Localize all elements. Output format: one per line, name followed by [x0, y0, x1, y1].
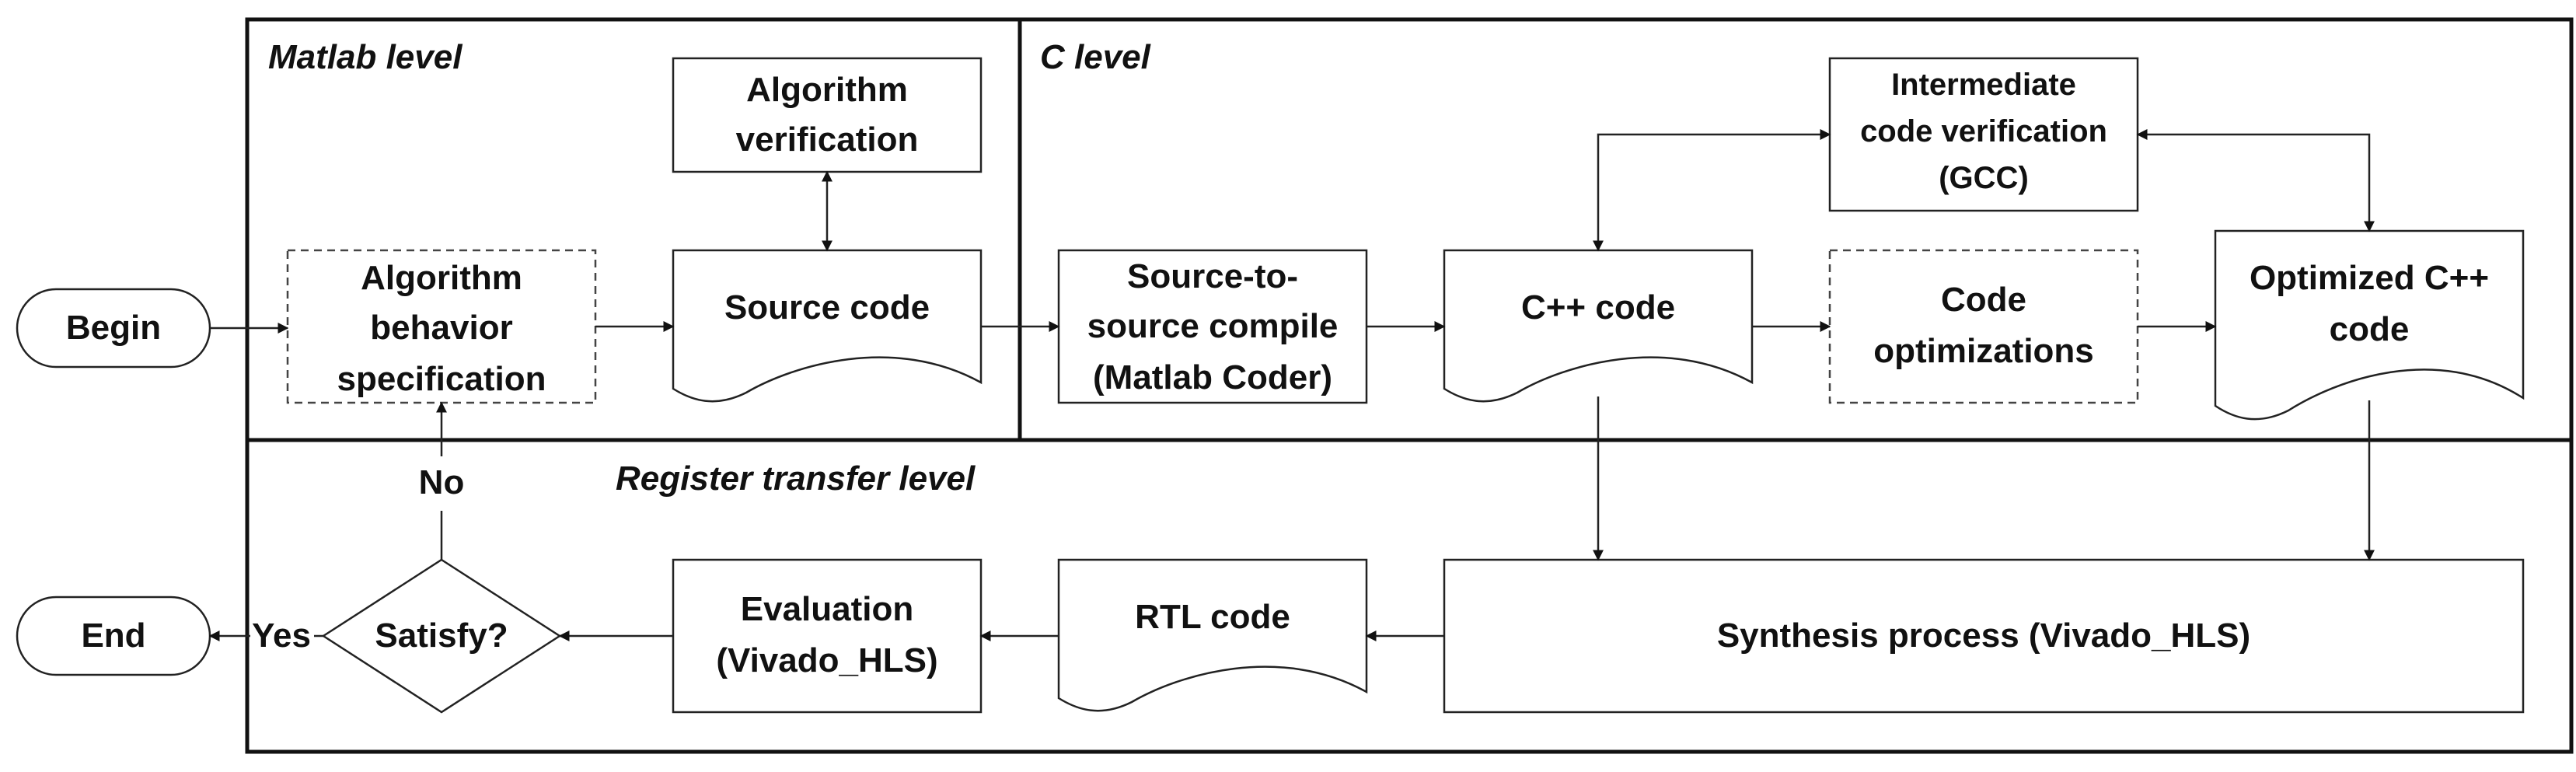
source-code-node[interactable]: Source code	[672, 249, 983, 403]
algo-behavior-line-1: Algorithm	[361, 259, 522, 297]
rtl-code-label: RTL code	[1135, 598, 1290, 636]
optimized-cpp-line-2: code	[2330, 310, 2410, 348]
s2s-line-3: (Matlab Coder)	[1093, 358, 1332, 396]
region-label-rtl: Register transfer level	[616, 459, 976, 498]
evaluation-line-1: Evaluation	[741, 590, 914, 628]
code-opt-line-1: Code	[1941, 281, 2026, 319]
edge-intermediate-optimized	[2136, 129, 2375, 232]
algo-behavior-line-2: behavior	[370, 309, 512, 347]
algorithm-behavior-node[interactable]: Algorithm behavior specification	[286, 249, 597, 404]
end-label: End	[81, 617, 145, 655]
outer-frame	[245, 17, 2574, 754]
intermediate-verification-node[interactable]: Intermediate code verification (GCC)	[1828, 57, 2139, 212]
optimized-cpp-line-1: Optimized C++	[2250, 259, 2489, 297]
intermediate-line-3: (GCC)	[1939, 161, 2029, 195]
source-to-source-compile-node[interactable]: Source-to- source compile (Matlab Coder)	[1057, 249, 1368, 404]
satisfy-label: Satisfy?	[375, 617, 508, 655]
algo-behavior-line-3: specification	[337, 360, 546, 398]
optimized-cpp-node[interactable]: Optimized C++ code	[2214, 229, 2525, 421]
algo-verif-line-1: Algorithm	[746, 71, 908, 109]
intermediate-line-2: code verification	[1860, 114, 2107, 148]
edge-cpp-intermediate	[1593, 129, 1831, 252]
cpp-code-label: C++ code	[1521, 288, 1675, 327]
begin-terminal[interactable]: Begin	[16, 288, 211, 369]
code-opt-line-2: optimizations	[1873, 332, 2094, 370]
s2s-line-1: Source-to-	[1127, 257, 1298, 295]
cpp-code-node[interactable]: C++ code	[1443, 249, 1754, 403]
code-optimizations-node[interactable]: Code optimizations	[1828, 249, 2139, 404]
evaluation-line-2: (Vivado_HLS)	[716, 641, 937, 679]
begin-label: Begin	[66, 309, 161, 347]
satisfy-decision-node[interactable]: Satisfy?	[321, 558, 562, 714]
region-label-c: C level	[1040, 38, 1151, 76]
synthesis-label: Synthesis process (Vivado_HLS)	[1717, 617, 2250, 655]
edge-label-no: No	[419, 463, 465, 501]
algo-verif-line-2: verification	[736, 121, 919, 159]
s2s-line-2: source compile	[1087, 307, 1339, 345]
end-terminal[interactable]: End	[16, 596, 211, 676]
region-label-matlab: Matlab level	[268, 38, 462, 76]
source-code-label: Source code	[724, 288, 930, 327]
rtl-code-node[interactable]: RTL code	[1057, 558, 1368, 712]
intermediate-line-1: Intermediate	[1891, 68, 2076, 102]
evaluation-node[interactable]: Evaluation (Vivado_HLS)	[672, 558, 983, 714]
synthesis-process-node[interactable]: Synthesis process (Vivado_HLS)	[1443, 558, 2525, 714]
algorithm-verification-node[interactable]: Algorithm verification	[672, 57, 983, 173]
edge-label-yes: Yes	[252, 617, 311, 655]
